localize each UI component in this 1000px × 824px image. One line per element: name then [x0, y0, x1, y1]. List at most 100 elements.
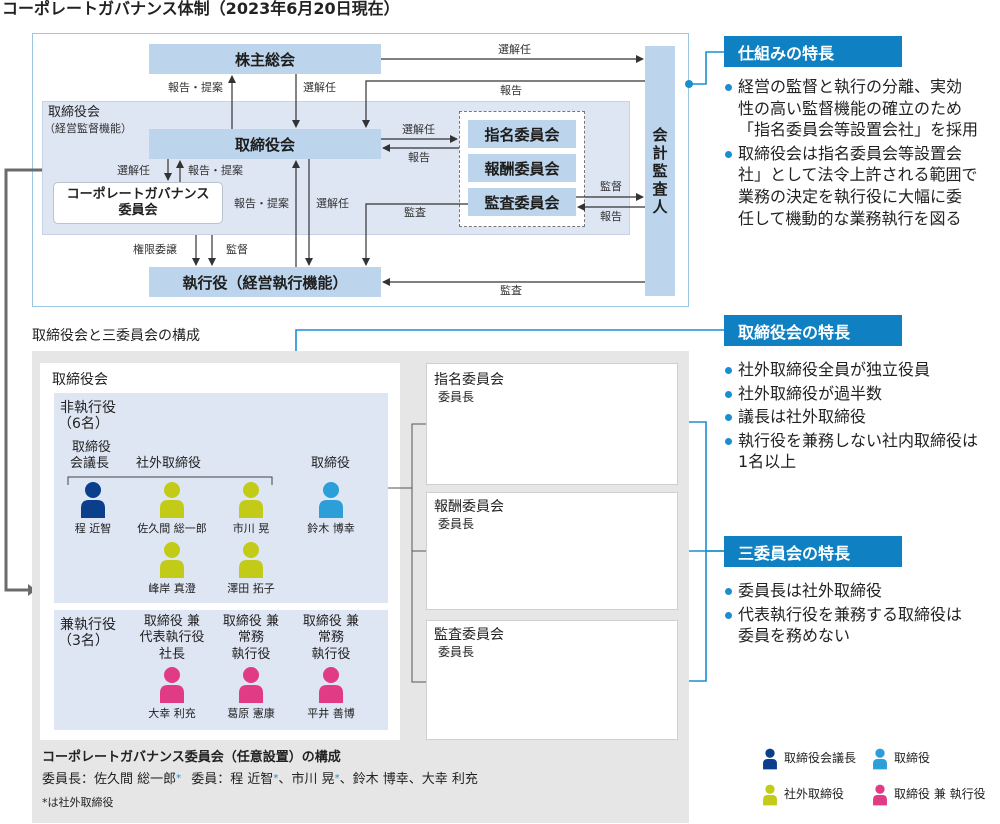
person-icon — [159, 666, 185, 704]
feature-bullet: 委員長は社外取締役 — [724, 580, 1000, 602]
feature-bullets-system: 経営の監督と執行の分離、実効 性の高い監督機能の確立のため 「指名委員会等設置会… — [724, 76, 1000, 231]
audit-box — [426, 620, 678, 740]
person-name-line: 平井 善博 — [307, 707, 355, 720]
board-box-title: 取締役会 — [52, 372, 108, 388]
cg-members-suffix: 、鈴木 博幸、大幸 利充 — [339, 772, 478, 787]
person-icon — [238, 541, 264, 579]
cg-members-prefix: 委員：程 近智 — [191, 772, 274, 787]
chair-label-1: 取締役 — [72, 440, 112, 455]
auditor-char: 会 — [652, 126, 668, 144]
nomination-box — [426, 363, 678, 485]
exec-role: 取締役 兼常務執行役 — [206, 614, 296, 663]
exec-role-line: 取締役 兼 — [143, 614, 201, 629]
exec-role-line: 取締役 兼 — [222, 614, 280, 629]
page-title: コーポレートガバナンス体制（2023年6月20日現在） — [2, 0, 400, 18]
exec-role-line: 社長 — [158, 646, 185, 662]
exec-role-line: 常務 — [317, 630, 344, 646]
nomination-box-title: 指名委員会 — [434, 372, 504, 388]
auditor-char: 人 — [652, 198, 668, 216]
label-elect-committee: 選解任 — [402, 123, 435, 136]
person-name-line: 程 近智 — [74, 522, 112, 535]
label-report-auditor: 報告 — [600, 210, 622, 223]
asterisk: * — [176, 773, 182, 784]
person-icon — [80, 481, 106, 519]
board-container-subtitle: （経営監督機能） — [44, 122, 132, 135]
person-name-line: 鈴木 博幸 — [307, 522, 355, 535]
feature-bullet: 社外取締役が過半数 — [724, 383, 1000, 405]
label-report-exec: 報告・提案 — [234, 197, 289, 210]
label-elect-auditor: 選解任 — [498, 43, 531, 56]
connector-gray — [4, 168, 42, 592]
director-label: 取締役 — [311, 456, 351, 471]
label-elect-board: 選解任 — [303, 81, 336, 94]
label-report-committee: 報告 — [408, 151, 430, 164]
structure-title: 取締役会と三委員会の構成 — [32, 328, 200, 344]
legend-label: 取締役 兼 執行役 — [894, 787, 986, 801]
label-report-shareholders: 報告・提案 — [168, 81, 223, 94]
person-icon — [159, 541, 185, 579]
person-name: 大幸 利充 — [132, 707, 212, 720]
auditor-node: 会 計 監 査 人 — [645, 46, 675, 296]
compensation-box-title: 報酬委員会 — [434, 499, 504, 515]
feature-bullet: 執行役を兼務しない社内取締役は 1名以上 — [724, 430, 1000, 473]
auditor-char: 査 — [652, 180, 668, 198]
outside-label: 社外取締役 — [136, 456, 202, 471]
nonexec-box — [54, 393, 388, 603]
exec-role: 取締役 兼常務執行役 — [286, 614, 376, 663]
legend-icon — [872, 784, 888, 806]
audit-chair-label: 委員長 — [438, 645, 475, 659]
legend-label: 社外取締役 — [784, 787, 845, 801]
nonexec-title: 非執行役 — [60, 400, 116, 416]
feature-bullet: 経営の監督と執行の分離、実効 性の高い監督機能の確立のため 「指名委員会等設置会… — [724, 76, 1000, 141]
person-name: 澤田 拓子 — [211, 582, 291, 595]
person-icon — [159, 481, 185, 519]
cg-chair-text: 委員長：佐久間 総一郎 — [42, 772, 177, 787]
person-name: 葛原 憲康 — [211, 707, 291, 720]
exec-count: （3名） — [58, 633, 109, 649]
exec-title: 兼執行役 — [60, 617, 116, 633]
audit-node: 監査委員会 — [468, 188, 576, 216]
person-name-line: 市川 晃 — [232, 522, 270, 535]
exec-role-line: 執行役 — [311, 646, 351, 662]
compensation-box — [426, 492, 678, 610]
legend-icon — [762, 784, 778, 806]
auditor-char: 計 — [652, 144, 668, 162]
feature-label-system: 仕組みの特長 — [724, 36, 902, 67]
feature-label-board: 取締役会の特長 — [724, 315, 902, 346]
legend-icon — [762, 748, 778, 770]
cg-composition-members: 委員長：佐久間 総一郎* 委員：程 近智*、市川 晃*、鈴木 博幸、大幸 利充 — [42, 772, 478, 788]
feature-bullet: 代表執行役を兼務する取締役は 委員を務めない — [724, 604, 1000, 647]
legend-icon — [872, 748, 888, 770]
label-audit-exec: 監査 — [404, 206, 426, 219]
exec-role-line: 執行役 — [231, 646, 271, 662]
label-report-cg: 報告・提案 — [188, 164, 243, 177]
compensation-chair-label: 委員長 — [438, 517, 475, 531]
feature-bullet: 議長は社外取締役 — [724, 406, 1000, 428]
person-name: 市川 晃 — [211, 522, 291, 535]
shareholders-node: 株主総会 — [149, 44, 381, 74]
executives-node: 執行役（経営執行機能） — [149, 267, 381, 297]
person-name: 平井 善博 — [291, 707, 371, 720]
arrow-audit-exec — [362, 203, 468, 266]
legend-label: 取締役 — [894, 751, 931, 765]
feature-bullets-board: 社外取締役全員が独立役員 社外取締役が過半数 議長は社外取締役 執行役を兼務しな… — [724, 359, 1000, 475]
person-icon — [318, 481, 344, 519]
exec-role-line: 代表執行役 — [139, 630, 205, 646]
person-name-line: 峰岸 真澄 — [148, 582, 196, 595]
compensation-node: 報酬委員会 — [468, 154, 576, 182]
label-supervise-auditor: 監督 — [600, 180, 622, 193]
person-icon — [238, 666, 264, 704]
person-name: 鈴木 博幸 — [291, 522, 371, 535]
cg-composition-title: コーポレートガバナンス委員会（任意設置）の構成 — [42, 750, 341, 765]
exec-role-line: 常務 — [237, 630, 264, 646]
chair-label-2: 会議長 — [70, 456, 110, 471]
person-name: 佐久間 総一郎 — [132, 522, 212, 535]
feature-bullet: 社外取締役全員が独立役員 — [724, 359, 1000, 381]
nonexec-count: （6名） — [58, 416, 109, 432]
cg-members-mid: 、市川 晃 — [278, 772, 335, 787]
person-name: 程 近智 — [53, 522, 133, 535]
footnote: *は社外取締役 — [42, 796, 114, 809]
